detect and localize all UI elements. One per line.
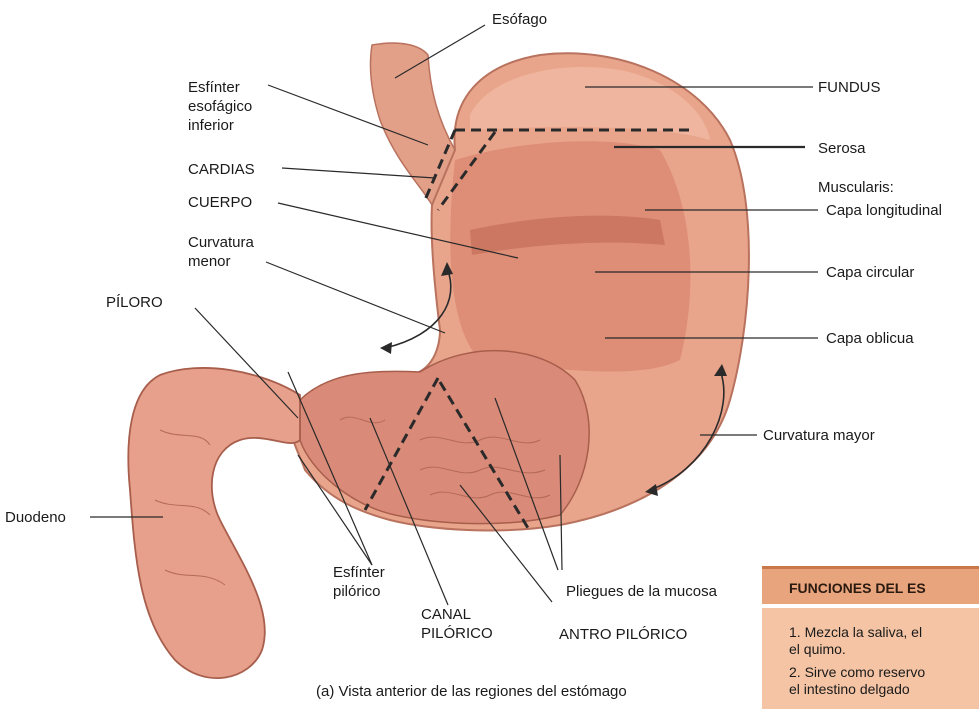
label-fundus: FUNDUS [818, 78, 881, 97]
label-duodeno: Duodeno [5, 508, 66, 527]
label-curvatura-mayor: Curvatura mayor [763, 426, 875, 445]
label-esofago: Esófago [492, 10, 547, 29]
muscle-layers [450, 141, 690, 371]
functions-item-1: 1. Mezcla la saliva, el el quimo. [789, 624, 922, 658]
label-esfinter-esofagico: Esfínter esofágico inferior [188, 78, 252, 135]
label-pliegues-mucosa: Pliegues de la mucosa [566, 582, 717, 601]
label-muscularis: Muscularis: [818, 178, 894, 197]
functions-item-2: 2. Sirve como reservo el intestino delga… [789, 664, 925, 698]
label-esfinter-pilorico: Esfínter pilórico [333, 563, 385, 601]
label-antro-pilorico: ANTRO PILÓRICO [559, 625, 687, 644]
label-piloro: PÍLORO [106, 293, 163, 312]
duodenum [128, 368, 300, 678]
label-canal-pilorico: CANAL PILÓRICO [421, 605, 493, 643]
functions-box-title: FUNCIONES DEL ES [789, 580, 926, 596]
functions-box-header: FUNCIONES DEL ES [762, 566, 979, 604]
label-serosa: Serosa [818, 139, 866, 158]
label-capa-oblicua: Capa oblicua [826, 329, 914, 348]
label-cuerpo: CUERPO [188, 193, 252, 212]
label-curvatura-menor: Curvatura menor [188, 233, 254, 271]
figure-caption: (a) Vista anterior de las regiones del e… [316, 682, 627, 701]
functions-box-body: 1. Mezcla la saliva, el el quimo. 2. Sir… [762, 608, 979, 709]
label-capa-circular: Capa circular [826, 263, 914, 282]
label-cardias: CARDIAS [188, 160, 255, 179]
label-capa-longitudinal: Capa longitudinal [826, 201, 942, 220]
